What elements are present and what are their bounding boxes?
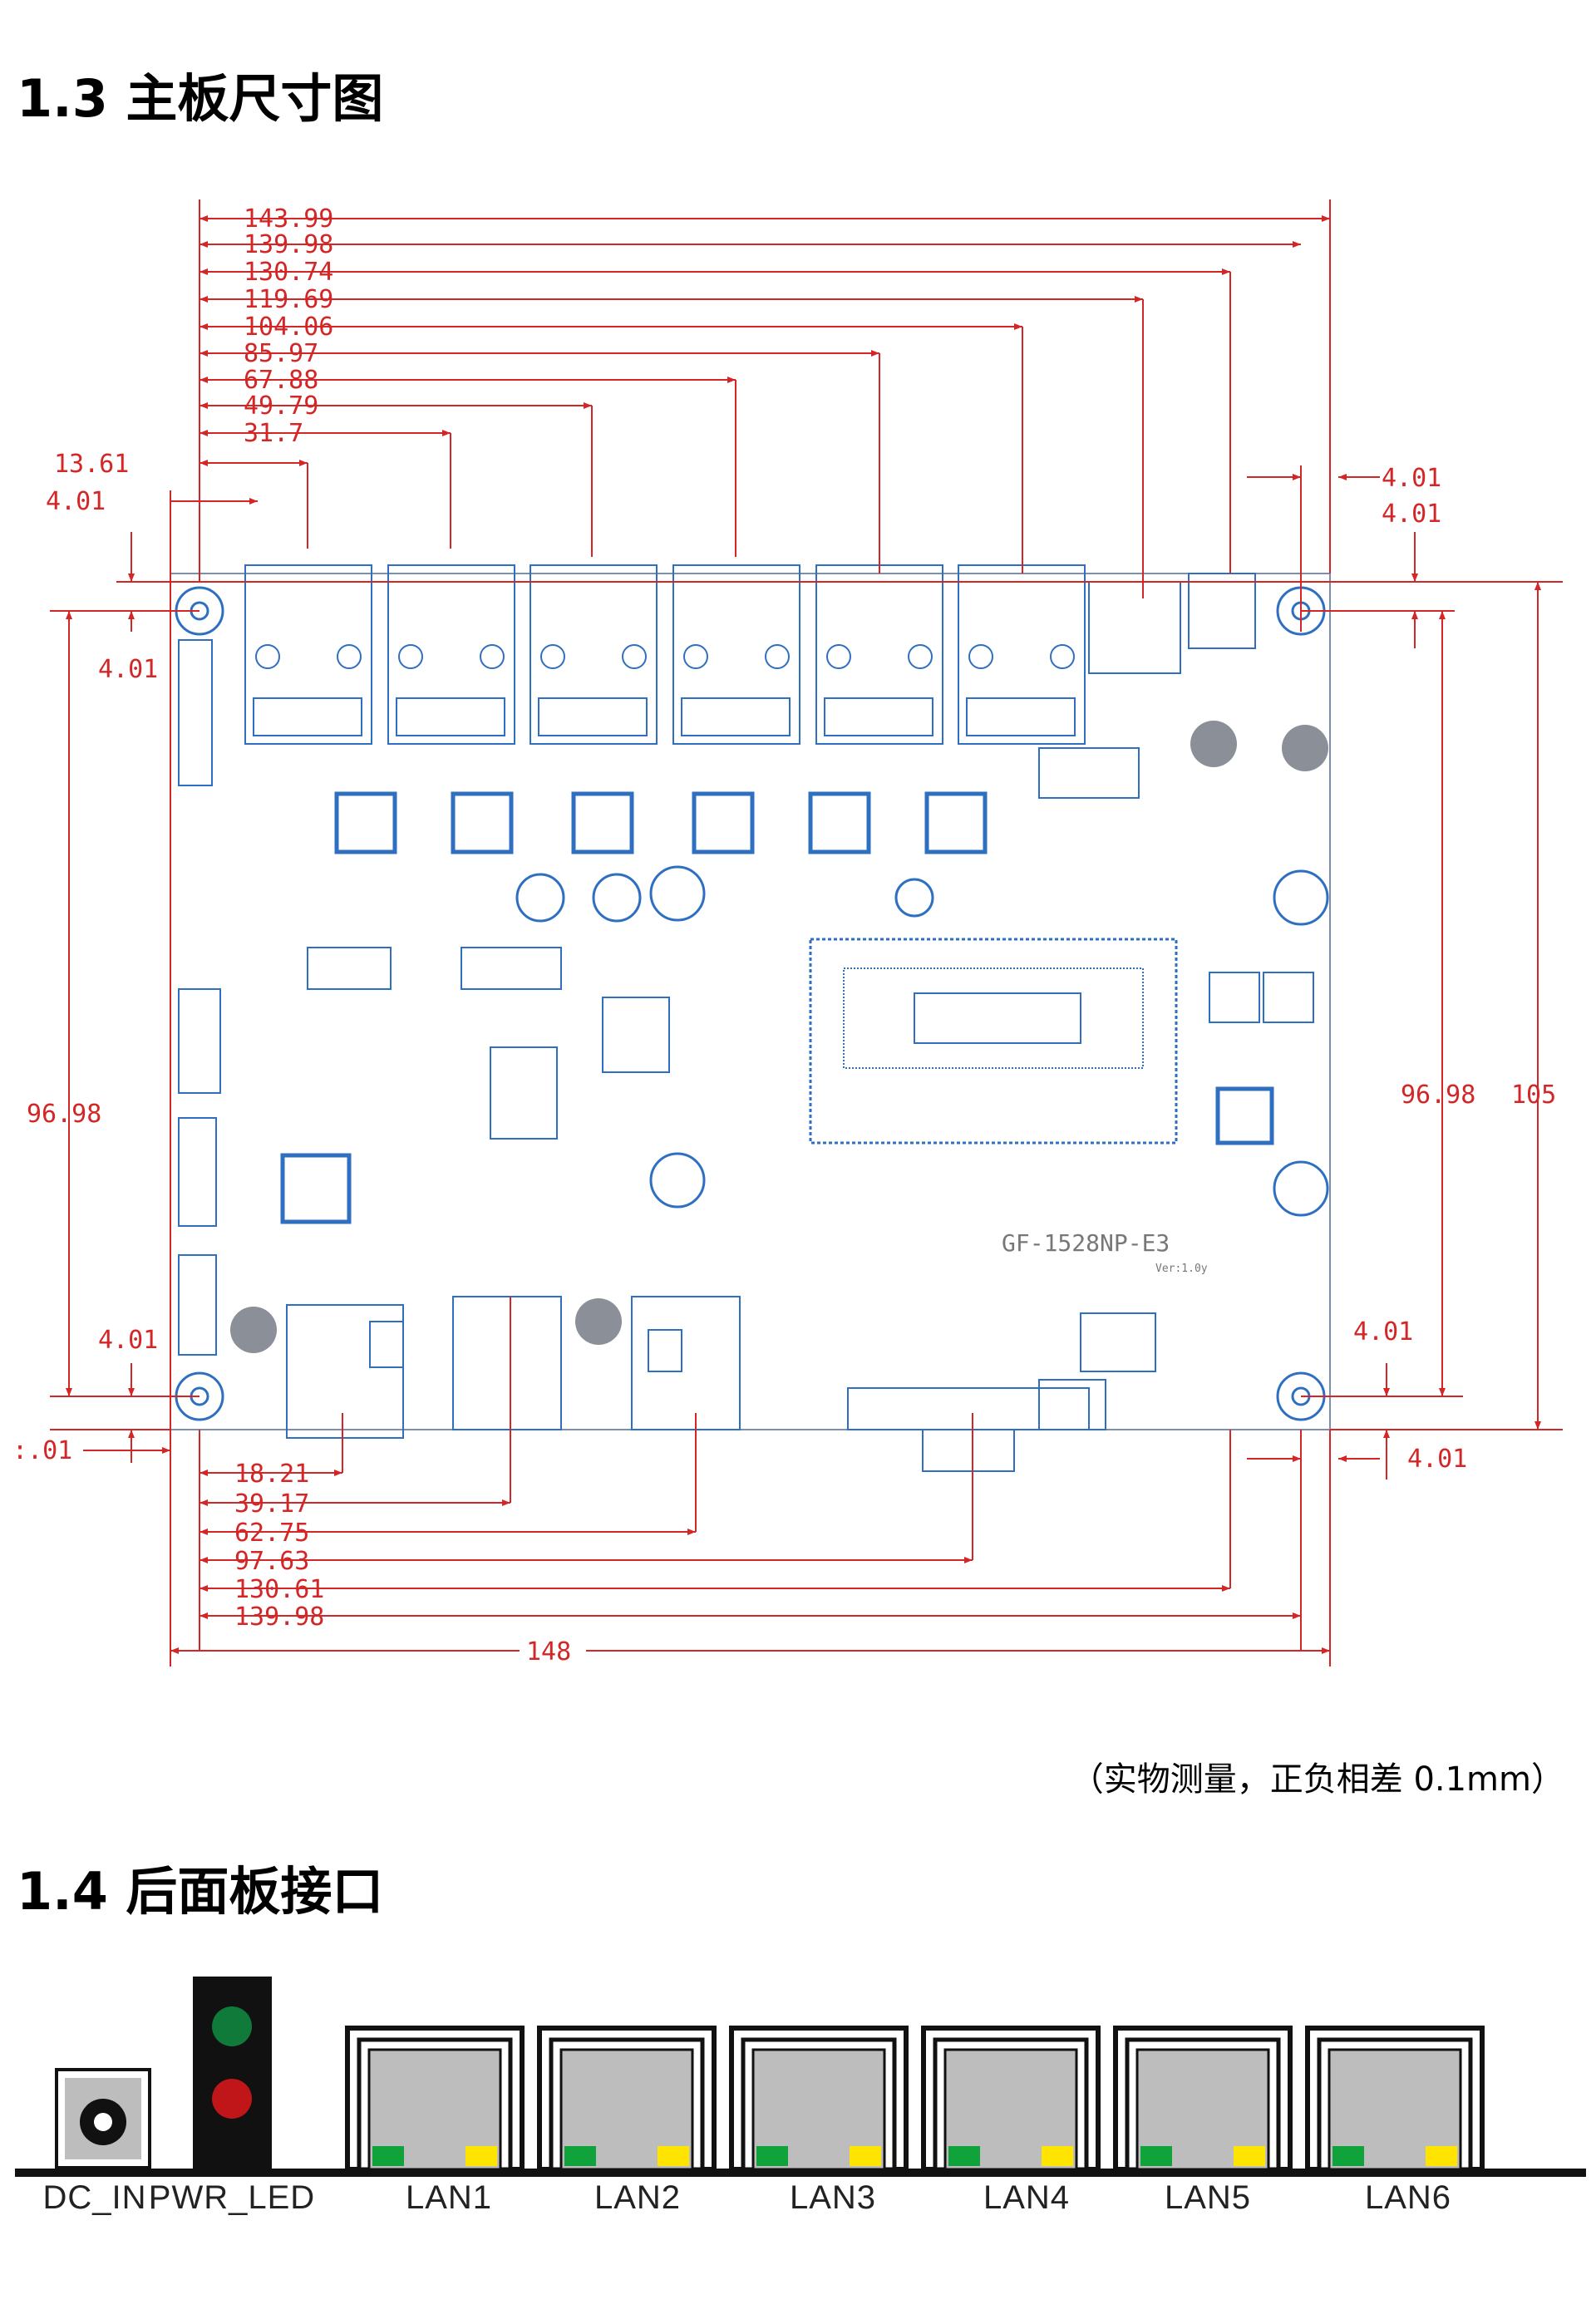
mounting-holes xyxy=(175,586,1329,1421)
port-label-lan3: LAN3 xyxy=(789,2179,877,2216)
dim-top-7: 49.79 xyxy=(244,391,318,421)
misc-components xyxy=(178,573,1314,1472)
lan2-port-icon xyxy=(537,2026,717,2172)
dim-top-right-0: 4.01 xyxy=(1382,464,1441,493)
board-version: Ver:1.0y xyxy=(1155,1263,1208,1275)
dim-left-edge-bottom: 4.01 xyxy=(98,1326,158,1355)
rear-panel-drawing xyxy=(15,1977,1586,2177)
dim-bottom-0: 18.21 xyxy=(234,1460,309,1489)
port-label-pwr-led: PWR_LED xyxy=(148,2179,316,2216)
section-title-rear-panel: 1.4 后面板接口 xyxy=(17,1861,384,1922)
pwr-led-icon xyxy=(193,1977,272,2169)
dim-bottom-3: 97.63 xyxy=(234,1547,309,1576)
dim-top-8: 31.7 xyxy=(244,419,303,448)
dim-left-offset-0: 13.61 xyxy=(54,450,129,479)
phy-chips xyxy=(280,791,1274,1224)
port-label-lan2: LAN2 xyxy=(594,2179,682,2216)
dimension-labels: 143.99 139.98 130.74 119.69 104.06 85.97… xyxy=(12,204,1556,1667)
dim-left-offset-1: 4.01 xyxy=(46,487,106,516)
lan4-port-icon xyxy=(921,2026,1101,2172)
electrolytic-capacitors xyxy=(230,721,1328,1353)
dim-bottom-5: 139.98 xyxy=(234,1603,324,1632)
dim-left-height: 96.98 xyxy=(27,1100,101,1129)
board-dimension-drawing: GF-1528NP-E3 Ver:1.0y xyxy=(12,199,1563,1667)
dim-top-4: 104.06 xyxy=(244,313,333,342)
dim-left-edge-top: 4.01 xyxy=(98,655,158,684)
dim-top-2: 130.74 xyxy=(244,258,333,287)
dim-right-edge-bottom: 4.01 xyxy=(1353,1317,1413,1347)
port-label-dc-in: DC_IN xyxy=(42,2179,147,2216)
cpu-footprint xyxy=(809,938,1178,1145)
top-rj45-row xyxy=(244,564,1086,745)
dim-bottom-1: 39.17 xyxy=(234,1489,309,1519)
lan5-port-icon xyxy=(1113,2026,1293,2172)
port-label-lan4: LAN4 xyxy=(983,2179,1071,2216)
dim-top-6: 67.88 xyxy=(244,366,318,395)
lan1-port-icon xyxy=(345,2026,525,2172)
port-label-lan1: LAN1 xyxy=(405,2179,493,2216)
dim-top-5: 85.97 xyxy=(244,339,318,368)
port-label-lan5: LAN5 xyxy=(1164,2179,1252,2216)
dim-total-height: 105 xyxy=(1511,1081,1556,1110)
dim-total-width: 148 xyxy=(526,1637,571,1667)
dc-in-jack-icon xyxy=(55,2068,151,2169)
port-label-lan6: LAN6 xyxy=(1364,2179,1452,2216)
lan3-port-icon xyxy=(729,2026,909,2172)
dim-left-cut: :.01 xyxy=(12,1436,72,1465)
dim-top-right-1: 4.01 xyxy=(1382,500,1441,529)
dim-top-0: 143.99 xyxy=(244,204,333,234)
dimension-annotations xyxy=(50,199,1563,1667)
section-title-board-size: 1.3 主板尺寸图 xyxy=(17,68,384,129)
measurement-note: （实物测量，正负相差 0.1mm） xyxy=(1070,1760,1564,1799)
pcb-board: GF-1528NP-E3 Ver:1.0y xyxy=(170,564,1331,1472)
dim-top-1: 139.98 xyxy=(244,230,333,259)
lan-port-icons xyxy=(345,2026,1485,2172)
lan6-port-icon xyxy=(1305,2026,1485,2172)
dim-right-height: 96.98 xyxy=(1401,1081,1475,1110)
dim-top-3: 119.69 xyxy=(244,285,333,314)
dim-bottom-2: 62.75 xyxy=(234,1519,309,1548)
board-model: GF-1528NP-E3 xyxy=(1002,1229,1170,1257)
dim-bottom-4: 130.61 xyxy=(234,1575,324,1604)
dim-bottom-right: 4.01 xyxy=(1407,1445,1467,1474)
